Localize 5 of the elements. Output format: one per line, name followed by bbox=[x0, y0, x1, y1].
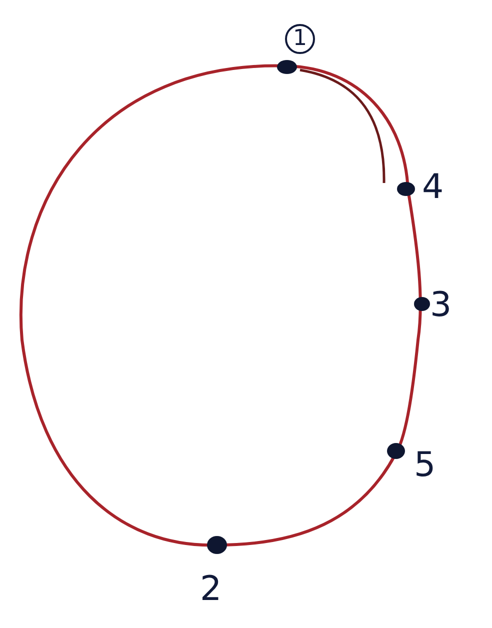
point-number: 4 bbox=[422, 170, 444, 204]
point-number: 5 bbox=[414, 448, 436, 482]
point-number: 3 bbox=[430, 288, 452, 322]
circled-number: 1 bbox=[285, 24, 315, 54]
point-number: 2 bbox=[200, 572, 222, 606]
